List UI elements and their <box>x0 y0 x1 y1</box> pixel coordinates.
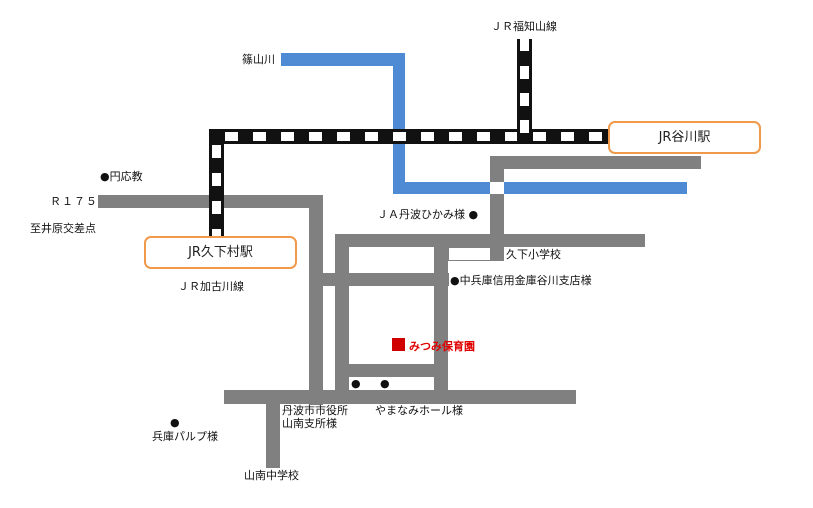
rail-tie <box>421 132 434 141</box>
station-tanigawa[interactable]: JR谷川駅 <box>608 121 761 154</box>
rail-tie <box>225 132 238 141</box>
rail-line-fukuchiyama <box>517 39 532 144</box>
dot-icon: ● <box>450 274 460 287</box>
river-label: 篠山川 <box>242 53 275 66</box>
river-sasayama <box>281 53 687 194</box>
direction-label: 至井原交差点 <box>30 222 96 235</box>
road <box>490 156 504 261</box>
rail-tie <box>561 132 574 141</box>
dot-icon: ● <box>468 208 479 221</box>
road <box>335 364 448 377</box>
rail-label-fukuchiyama: ＪＲ福知山線 <box>491 20 557 33</box>
rail-label-kakogawa: ＪＲ加古川線 <box>178 280 244 293</box>
railway <box>209 39 608 242</box>
landmark-enoukyo: ●円応教 <box>100 170 143 183</box>
road <box>434 234 448 402</box>
rail-line-horizontal <box>209 129 608 144</box>
red-square-icon <box>392 338 405 351</box>
rail-tie <box>533 132 546 141</box>
station-kugemura[interactable]: JR久下村駅 <box>144 236 297 269</box>
rail-tie <box>212 229 221 242</box>
rail-tie <box>253 132 266 141</box>
road <box>266 390 280 468</box>
dot-icon: ● <box>351 377 361 390</box>
dot-icon: ● <box>380 377 390 390</box>
rail-tie <box>337 132 350 141</box>
landmark-cityhall: 丹波市市役所 <box>282 404 348 417</box>
rail-tie <box>212 173 221 186</box>
dot-icon: ● <box>170 416 180 429</box>
road <box>309 273 449 286</box>
dot-icon: ● <box>100 170 110 183</box>
road <box>490 156 701 169</box>
rail-tie <box>520 39 529 51</box>
rail-tie <box>589 132 602 141</box>
landmark-label: 円応教 <box>109 170 143 183</box>
rail-tie <box>520 93 529 106</box>
rail-tie <box>477 132 490 141</box>
roads <box>98 156 701 468</box>
landmark-cityhall-branch: 山南支所様 <box>282 417 337 430</box>
rail-tie <box>505 132 518 141</box>
landmark-bank: ●中兵庫信用金庫谷川支店様 <box>450 274 592 287</box>
road-label-r175: Ｒ１７５ <box>50 195 98 208</box>
rail-tie <box>449 132 462 141</box>
destination-label: みつみ保育園 <box>409 340 475 353</box>
rail-tie <box>365 132 378 141</box>
landmark-yamanami: やまなみホール様 <box>375 404 463 417</box>
rail-tie <box>212 201 221 214</box>
rail-tie <box>281 132 294 141</box>
rail-tie <box>520 66 529 79</box>
rail-tie <box>212 145 221 158</box>
rail-tie <box>393 132 406 141</box>
road <box>224 390 576 404</box>
landmark-ja: ＪＡ丹波ひかみ様 ● <box>377 208 478 221</box>
landmark-label: 中兵庫信用金庫谷川支店様 <box>459 274 592 287</box>
landmark-junior-high: 山南中学校 <box>244 469 299 482</box>
landmark-label: ＪＡ丹波ひかみ様 <box>377 208 465 221</box>
landmark-hyogo-pulp: 兵庫パルプ様 <box>152 430 218 443</box>
road <box>309 195 323 405</box>
landmark-school: 久下小学校 <box>506 248 561 261</box>
rail-tie <box>520 120 529 133</box>
rail-tie <box>309 132 322 141</box>
